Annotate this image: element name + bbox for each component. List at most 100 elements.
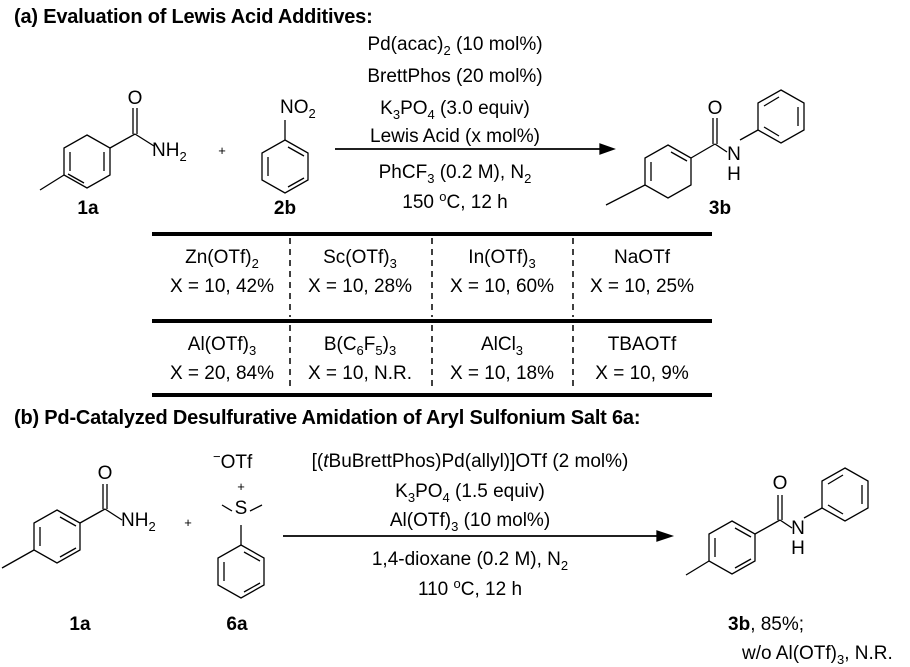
table-cell: NaOTf X = 10, 25% <box>572 243 712 301</box>
superscript: o <box>453 576 461 591</box>
part-a-title: (a) Evaluation of Lewis Acid Additives: <box>14 6 373 28</box>
label-1a: 1a <box>77 198 99 219</box>
subscript: 6 <box>356 343 364 358</box>
lewis-acid: Sc(OTf)3 <box>290 243 430 272</box>
part-b-title: (b) Pd-Catalyzed Desulfurative Amidation… <box>14 407 641 429</box>
text-segment: [( <box>311 451 324 472</box>
label-6a: 6a <box>226 614 248 635</box>
lewis-acid: AlCl3 <box>432 330 572 359</box>
text-segment: AlCl <box>480 334 516 355</box>
text-segment: 150 <box>402 192 440 213</box>
text-segment: OTf <box>220 452 253 473</box>
condition-catalyst: Pd(acac)2 (10 mol%) <box>367 34 543 58</box>
molecule-6a-structure <box>217 504 265 599</box>
result: X = 20, 84% <box>169 363 275 384</box>
result: X = 10, 25% <box>589 276 695 297</box>
table-cell: Sc(OTf)3 X = 10, 28% <box>290 243 430 301</box>
subscript: 2 <box>524 171 532 186</box>
text-segment: PO <box>400 98 428 119</box>
text-segment: Al(OTf) <box>389 510 452 531</box>
result: X = 10, 28% <box>307 276 413 297</box>
text-segment: NaOTf <box>614 247 670 268</box>
subscript: 3 <box>427 171 435 186</box>
result: X = 10, 60% <box>449 276 555 297</box>
subscript: 2 <box>308 106 316 121</box>
subscript: 2 <box>251 256 259 271</box>
lewis-acid: TBAOTf <box>572 330 712 359</box>
atom-o-3b: O <box>707 98 723 119</box>
condition-solvent-b: 1,4-dioxane (0.2 M), N2 <box>371 549 569 573</box>
text-segment: w/o Al(OTf) <box>742 643 838 664</box>
molecule-3b-structure-b <box>685 467 869 576</box>
superscript: o <box>439 189 447 204</box>
text-segment: Pd(acac) <box>367 34 444 55</box>
label-1a-b: 1a <box>69 614 91 635</box>
condition-temperature-time: 150 oC, 12 h <box>402 189 508 214</box>
lewis-acid: In(OTf)3 <box>432 243 572 272</box>
table-cell: Zn(OTf)2 X = 10, 42% <box>152 243 292 301</box>
text-segment: C, 12 h <box>460 579 523 600</box>
text-segment: In(OTf) <box>468 247 529 268</box>
atom-h-3b-b: H <box>791 538 805 559</box>
atom-n-3b: N <box>727 144 741 165</box>
condition-solvent: PhCF3 (0.2 M), N2 <box>379 162 532 186</box>
subscript: 2 <box>179 149 187 164</box>
arrow-a <box>335 143 616 155</box>
triflate-counterion: −OTf <box>213 450 253 474</box>
condition-base: K3PO4 (3.0 equiv) <box>380 98 530 122</box>
table-cell: In(OTf)3 X = 10, 60% <box>432 243 572 301</box>
text-segment: 1,4-dioxane (0.2 M), N <box>371 549 561 570</box>
subscript: 3 <box>407 490 416 505</box>
atom-s-6a: S <box>234 498 248 519</box>
molecule-1a-structure <box>39 108 155 191</box>
text-segment: BuBrettPhos)Pd(allyl)]OTf (2 mol%) <box>328 451 629 472</box>
subscript: 3 <box>248 343 257 358</box>
text-segment: TBAOTf <box>607 334 677 355</box>
text-segment: 110 <box>417 579 454 600</box>
subscript: 2 <box>560 558 569 573</box>
product-result: 3b, 85%; <box>728 614 804 636</box>
subscript: 2 <box>148 519 156 534</box>
text-segment: NH <box>152 140 180 161</box>
text-segment: (10 mol%) <box>458 510 551 531</box>
subscript: 4 <box>442 490 450 505</box>
subscript: 3 <box>837 652 845 667</box>
text-segment: Sc(OTf) <box>323 247 390 268</box>
plus-sign-a: + <box>218 143 226 158</box>
text-segment: , N.R. <box>844 643 893 664</box>
subscript: 3 <box>528 256 536 271</box>
control-note: w/o Al(OTf)3, N.R. <box>742 643 893 667</box>
subscript: 3 <box>515 343 524 358</box>
sulfonium-charge: + <box>237 479 245 494</box>
lewis-acid: NaOTf <box>572 243 712 272</box>
text-segment: C, 12 h <box>446 192 508 213</box>
text-segment: (10 mol%) <box>450 34 543 55</box>
result: X = 10, 42% <box>169 276 275 297</box>
condition-temperature-time-b: 110 oC, 12 h <box>417 576 523 601</box>
molecule-3b-structure-a <box>605 89 805 206</box>
plus-sign-b: + <box>184 515 192 530</box>
text-segment: (0.2 M), N <box>434 162 525 183</box>
subscript: 5 <box>375 343 383 358</box>
arrow-b <box>283 530 675 542</box>
lewis-acid: Al(OTf)3 <box>152 330 292 359</box>
subscript: 2 <box>443 43 451 58</box>
result: X = 10, N.R. <box>307 363 413 384</box>
text-segment: PO <box>415 481 443 502</box>
lewis-acid: Zn(OTf)2 <box>152 243 292 272</box>
subscript: 4 <box>427 107 435 122</box>
label-3b-b: 3b <box>728 614 751 635</box>
condition-additive: Lewis Acid (x mol%) <box>370 126 540 148</box>
text-segment: K <box>380 98 393 119</box>
atom-h-3b: H <box>727 164 741 185</box>
table-cell: Al(OTf)3 X = 20, 84% <box>152 330 292 388</box>
atom-o-1a: O <box>127 88 143 109</box>
text-segment: F <box>363 334 376 355</box>
text-segment: NH <box>121 510 149 531</box>
text-segment: K <box>395 481 408 502</box>
text-segment: NO <box>280 97 309 118</box>
